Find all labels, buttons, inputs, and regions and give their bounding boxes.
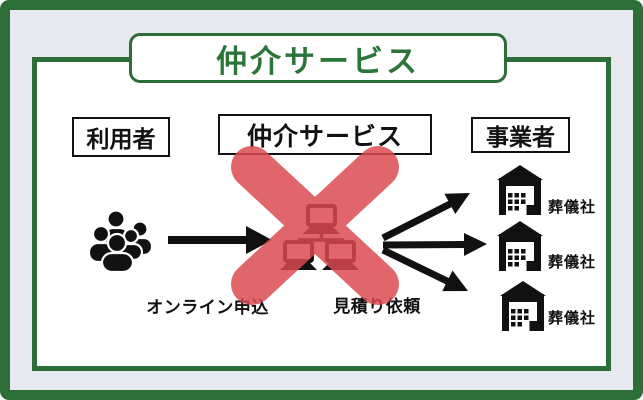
provider-column-text: 事業者 [486,125,555,151]
user-column-text: 利用者 [86,127,156,153]
provider-name-3: 葬儀社 [548,309,597,327]
provider-column-label: 事業者 [471,117,570,153]
provider-name-2: 葬儀社 [548,253,597,271]
provider-name-1: 葬儀社 [548,198,597,216]
service-column-text: 仲介サービス [246,121,403,151]
title-box: 仲介サービス [129,33,507,83]
quote-request-label: 見積り依頼 [333,297,421,317]
user-column-label: 利用者 [72,117,170,157]
page-title: 仲介サービス [216,43,420,80]
service-column-label: 仲介サービス [218,114,432,155]
online-application-label: オンライン申込 [146,298,269,318]
diagram-panel [32,57,611,371]
